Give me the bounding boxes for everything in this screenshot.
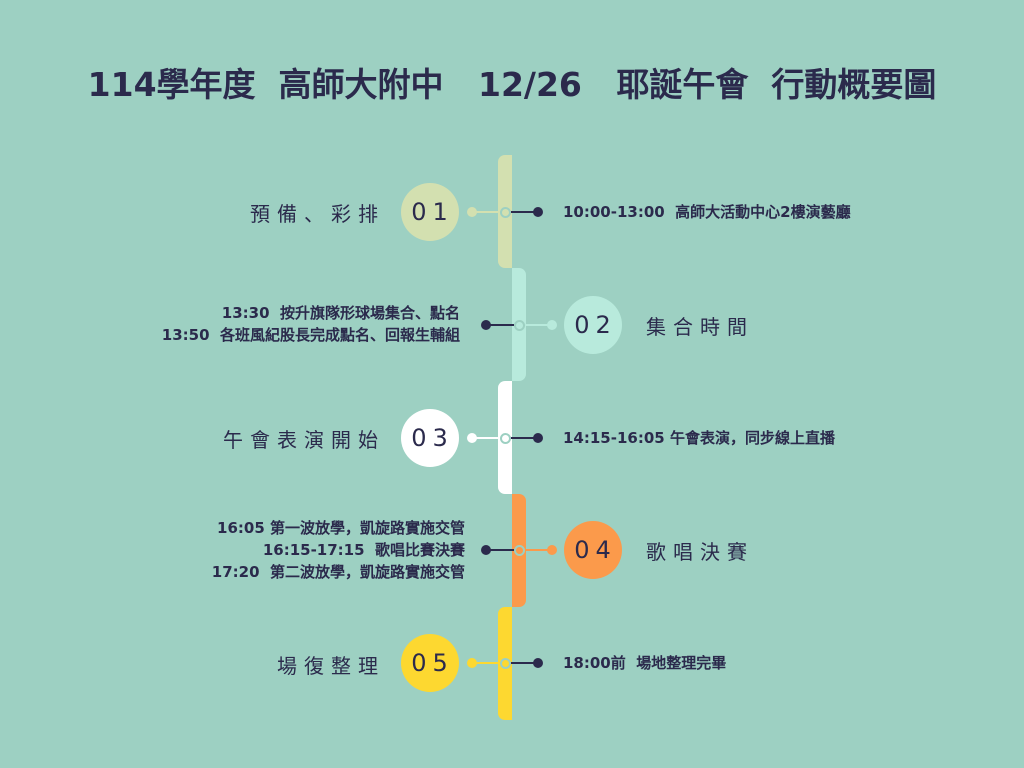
connector-dot-icon (547, 545, 557, 555)
connector-line (486, 324, 514, 326)
step-1-number-badge: 01 (401, 183, 459, 241)
timeline-node-icon (514, 320, 525, 331)
step-2-detail-line-2: 13:50 各班風紀股長完成點名、回報生輔組 (161, 326, 460, 344)
connector-dot-icon (547, 320, 557, 330)
connector-line (486, 549, 514, 551)
timeline-node-icon (500, 433, 511, 444)
step-1-detail: 10:00-13:00 高師大活動中心2樓演藝廳 (563, 203, 851, 221)
step-4-label: 歌唱決賽 (646, 540, 754, 564)
step-4-detail: 16:05 第一波放學，凱旋路實施交管 16:15-17:15 歌唱比賽決賽 17:… (60, 517, 465, 583)
connector-line (511, 437, 537, 439)
connector-line (525, 549, 551, 551)
timeline-node-icon (500, 207, 511, 218)
connector-dot-icon (533, 207, 543, 217)
step-2-number-badge: 02 (564, 296, 622, 354)
connector-line (472, 211, 500, 213)
step-5-detail: 18:00前 場地整理完畢 (563, 654, 727, 672)
connector-line (472, 662, 500, 664)
timeline-node-icon (514, 545, 525, 556)
page-title: 114學年度 高師大附中 12/26 耶誕午會 行動概要圖 (87, 65, 937, 104)
connector-line (472, 437, 500, 439)
step-4-detail-line-3: 17:20 第二波放學，凱旋路實施交管 (211, 563, 465, 581)
connector-line (525, 324, 551, 326)
connector-line (511, 211, 537, 213)
timeline-node-icon (500, 658, 511, 669)
step-3-detail: 14:15-16:05 午會表演，同步線上直播 (563, 429, 835, 447)
step-2-detail: 13:30 按升旗隊形球場集合、點名 13:50 各班風紀股長完成點名、回報生輔組 (60, 302, 460, 346)
connector-dot-icon (533, 433, 543, 443)
step-1-label: 預備、彩排 (250, 202, 385, 226)
step-4-number-badge: 04 (564, 521, 622, 579)
step-3-number-badge: 03 (401, 409, 459, 467)
step-3-label: 午會表演開始 (223, 428, 385, 452)
step-2-detail-line-1: 13:30 按升旗隊形球場集合、點名 (221, 304, 460, 322)
connector-dot-icon (533, 658, 543, 668)
step-4-detail-line-2: 16:15-17:15 歌唱比賽決賽 (262, 541, 465, 559)
connector-line (511, 662, 537, 664)
step-5-number-badge: 05 (401, 634, 459, 692)
step-4-detail-line-1: 16:05 第一波放學，凱旋路實施交管 (217, 519, 465, 537)
step-5-label: 場復整理 (277, 654, 385, 678)
step-2-label: 集合時間 (646, 315, 754, 339)
